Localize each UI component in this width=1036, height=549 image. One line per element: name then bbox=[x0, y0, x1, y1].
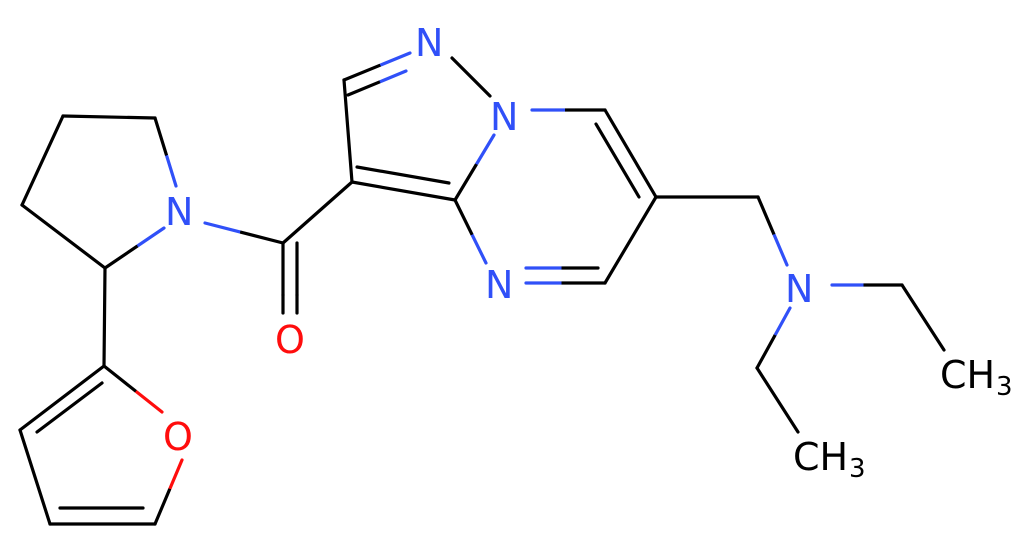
atom-n-pyrimidine: N bbox=[485, 263, 513, 307]
bond-ch2-n bbox=[756, 195, 789, 267]
atom-n-pyrrolidine: N bbox=[165, 190, 193, 234]
atom-o-carbonyl: O bbox=[275, 318, 305, 362]
bond-et1-ch3 bbox=[900, 283, 946, 352]
bond-c5-c6 bbox=[603, 195, 658, 285]
bond-c3-c3a-dbl bbox=[355, 165, 451, 185]
group-ch3-upper-sub: 3 bbox=[996, 372, 1013, 402]
bond-fur-c3-c2-dbl bbox=[35, 381, 104, 434]
bond-fur-c2-o bbox=[102, 364, 164, 414]
bond-c3-c3a bbox=[350, 180, 457, 202]
bond-fur-c3-c2 bbox=[18, 364, 106, 432]
atom-n-bridgehead: N bbox=[490, 95, 518, 139]
bond-pyr-3 bbox=[20, 203, 107, 270]
bond-c2-n1-dbl bbox=[346, 69, 408, 97]
bond-carbonyl-c3 bbox=[281, 180, 354, 245]
bond-fur-o-c5 bbox=[153, 458, 184, 526]
group-ch3-lower-sub: 3 bbox=[849, 454, 866, 484]
bond-c2-n1 bbox=[342, 51, 412, 82]
bond-pyr-5 bbox=[153, 116, 178, 188]
bond-fur-c4-c3 bbox=[18, 428, 52, 526]
bond-n7a-c3a bbox=[453, 133, 496, 202]
bond-c3a-n4 bbox=[453, 198, 488, 265]
atom-o-furan: O bbox=[163, 415, 193, 459]
bond-pyr-2 bbox=[20, 114, 65, 207]
atom-n-amine: N bbox=[785, 267, 813, 311]
atom-n-pyrazole: N bbox=[415, 21, 443, 65]
bond-pyr-1 bbox=[61, 114, 157, 120]
bond-n1-n7a bbox=[450, 56, 492, 98]
bond-c6-c7-dbl bbox=[594, 122, 641, 199]
bond-c6-c7 bbox=[603, 108, 658, 199]
group-ch3-upper: CH bbox=[940, 353, 995, 397]
bond-pyr-4 bbox=[103, 226, 166, 270]
bond-et2-ch3 bbox=[755, 366, 800, 434]
bond-c2-furan bbox=[102, 266, 107, 368]
group-ch3-lower: CH bbox=[793, 435, 848, 479]
bond-c3-c2 bbox=[342, 78, 354, 184]
bond-n-et2 bbox=[755, 306, 792, 370]
bond-n-carbonyl bbox=[203, 221, 285, 245]
